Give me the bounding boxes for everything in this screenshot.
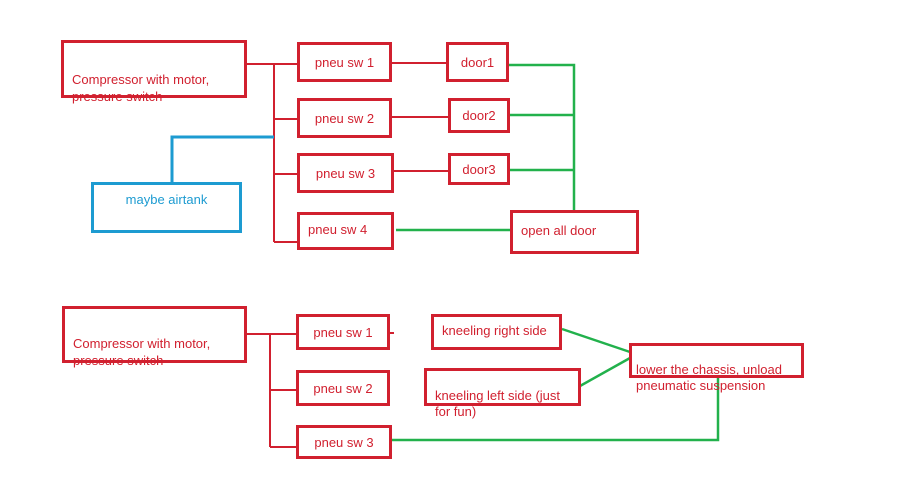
kneel-right-box: kneeling right side bbox=[431, 314, 562, 350]
lower-chassis-label: lower the chassis, unload pneumatic susp… bbox=[636, 362, 782, 393]
d1-green-connector bbox=[508, 63, 576, 211]
door-2-box: door2 bbox=[448, 98, 510, 133]
d2-green-connector bbox=[392, 376, 720, 442]
d2-switch-label: pneu sw 3 bbox=[314, 434, 374, 450]
d2-green-connector bbox=[561, 327, 631, 354]
d1-compressor-box: Compressor with motor, pressure switch bbox=[61, 40, 247, 104]
door-label: door3 bbox=[462, 161, 496, 177]
kneel-left-box: kneeling left side (just for fun) bbox=[424, 368, 581, 419]
door-label: door2 bbox=[462, 108, 496, 123]
d1-switch-label: pneu sw 1 bbox=[314, 54, 375, 70]
airtank-label: maybe airtank bbox=[125, 192, 208, 207]
d1-switch-label: pneu sw 3 bbox=[315, 165, 376, 181]
open-all-door-label: open all door bbox=[521, 222, 597, 238]
d2-switch-2: pneu sw 2 bbox=[296, 370, 390, 406]
d1-compressor-label: Compressor with motor, pressure switch bbox=[72, 72, 210, 104]
d2-compressor-box: Compressor with motor, pressure switch bbox=[62, 306, 247, 368]
d1-switch-label: pneu sw 4 bbox=[308, 222, 368, 237]
d2-red-connector bbox=[246, 333, 271, 447]
open-all-door-box: open all door bbox=[510, 210, 639, 254]
airtank-box: maybe airtank bbox=[91, 182, 242, 233]
d1-switch-2: pneu sw 2 bbox=[297, 98, 392, 138]
d1-switch-3: pneu sw 3 bbox=[297, 153, 394, 193]
door-1-box: door1 bbox=[446, 42, 509, 82]
d2-switch-1: pneu sw 1 bbox=[296, 314, 390, 350]
d2-switch-label: pneu sw 1 bbox=[313, 324, 373, 340]
airtank-connector bbox=[170, 135, 274, 183]
d1-switch-1: pneu sw 1 bbox=[297, 42, 392, 82]
d1-switch-4: pneu sw 4 bbox=[297, 212, 394, 250]
kneel-right-label: kneeling right side bbox=[442, 322, 547, 338]
lower-chassis-box: lower the chassis, unload pneumatic susp… bbox=[629, 343, 804, 393]
d1-switch-label: pneu sw 2 bbox=[314, 110, 375, 126]
d2-switch-label: pneu sw 2 bbox=[313, 380, 373, 396]
kneel-left-label: kneeling left side (just for fun) bbox=[435, 388, 561, 419]
door-label: door1 bbox=[460, 54, 495, 70]
d2-green-connector bbox=[579, 356, 631, 388]
d1-red-connector bbox=[246, 63, 275, 242]
door-3-box: door3 bbox=[448, 153, 510, 185]
d2-switch-3: pneu sw 3 bbox=[296, 425, 392, 459]
d2-compressor-label: Compressor with motor, pressure switch bbox=[73, 336, 211, 368]
